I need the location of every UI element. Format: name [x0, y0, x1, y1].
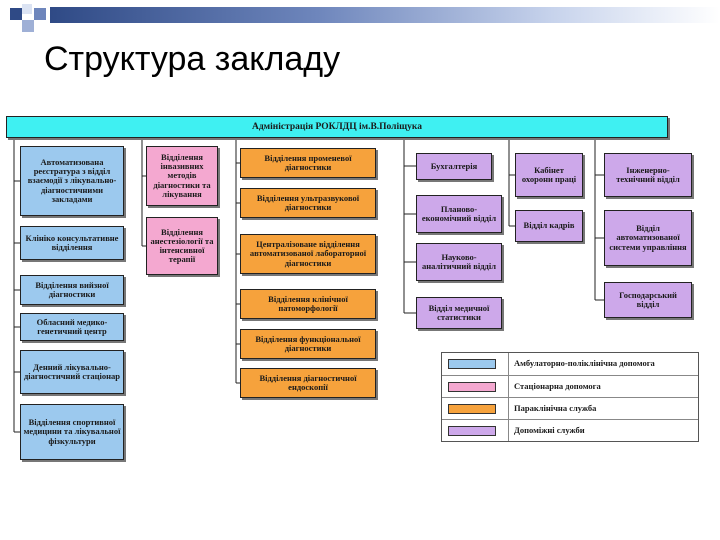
legend-row: Стаціонарна допомога [442, 375, 698, 397]
header-square-mid [34, 8, 46, 20]
org-box-functional-diagnostics: Відділення функціональної діагностики [240, 329, 376, 359]
org-box-registry: Автоматизована реєстратура з відділ взає… [20, 146, 124, 216]
header-gradient-band [50, 7, 720, 23]
org-box-household: Господарський відділ [604, 282, 692, 318]
org-box-research-analytic: Науково-аналітичний відділ [416, 243, 502, 281]
legend-label: Параклінічна служба [514, 403, 597, 413]
org-box-labor-safety: Кабінет охорони праці [515, 153, 583, 197]
legend-row: Параклінічна служба [442, 397, 698, 419]
org-box-engineering: Інженерно-технічний відділ [604, 153, 692, 197]
org-box-pathomorphology: Відділення клінічної патоморфології [240, 289, 376, 319]
legend-swatch-orange [448, 404, 496, 414]
org-box-hr: Відділ кадрів [515, 210, 583, 242]
legend-label: Допоміжні служби [514, 425, 585, 435]
legend-label: Стаціонарна допомога [514, 381, 601, 391]
org-box-laboratory: Централізоване відділення автоматизовано… [240, 234, 376, 274]
legend-swatch-pink [448, 382, 496, 392]
org-root-administration: Адміністрація РОКЛДЦ ім.В.Поліщука [6, 116, 668, 138]
legend: Амбулаторно-поліклінічна допомога Стаціо… [441, 352, 699, 442]
org-box-ultrasound: Відділення ультразвукової діагностики [240, 188, 376, 218]
legend-swatch-purple [448, 426, 496, 436]
legend-divider [508, 420, 509, 441]
legend-label: Амбулаторно-поліклінічна допомога [514, 358, 655, 368]
legend-row: Амбулаторно-поліклінічна допомога [442, 353, 698, 375]
legend-row: Допоміжні служби [442, 419, 698, 441]
org-box-medical-statistics: Відділ медичної статистики [416, 297, 502, 329]
org-box-invasive-methods: Відділення інвазивних методів діагностик… [146, 146, 218, 206]
org-box-endoscopy: Відділення діагностичної ендоскопії [240, 368, 376, 398]
org-box-day-hospital: Денний лікувально-діагностичний стаціона… [20, 350, 124, 394]
legend-swatch-blue [448, 359, 496, 369]
header-square-dark [10, 8, 22, 20]
legend-divider [508, 398, 509, 419]
slide-title: Структура закладу [44, 40, 341, 78]
org-box-consultative: Клініко консультативне відділення [20, 226, 124, 260]
header-square-light [22, 20, 34, 32]
legend-divider [508, 376, 509, 397]
org-box-anesthesiology: Відділення анестезіології та інтенсивної… [146, 217, 218, 275]
header-square-white [22, 4, 32, 14]
legend-divider [508, 353, 509, 375]
org-box-sports-medicine: Відділення спортивної медицини та лікува… [20, 404, 124, 460]
org-box-genetic-center: Обласний медико-генетичний центр [20, 313, 124, 341]
org-box-asu: Відділ автоматизованої системи управлінн… [604, 210, 692, 266]
org-box-planning-economic: Планово-економічний відділ [416, 195, 502, 233]
org-box-accounting: Бухгалтерія [416, 153, 492, 180]
org-box-radiology: Відділення променевої діагностики [240, 148, 376, 178]
org-box-field-diagnostics: Відділення вийзної діагностики [20, 275, 124, 305]
